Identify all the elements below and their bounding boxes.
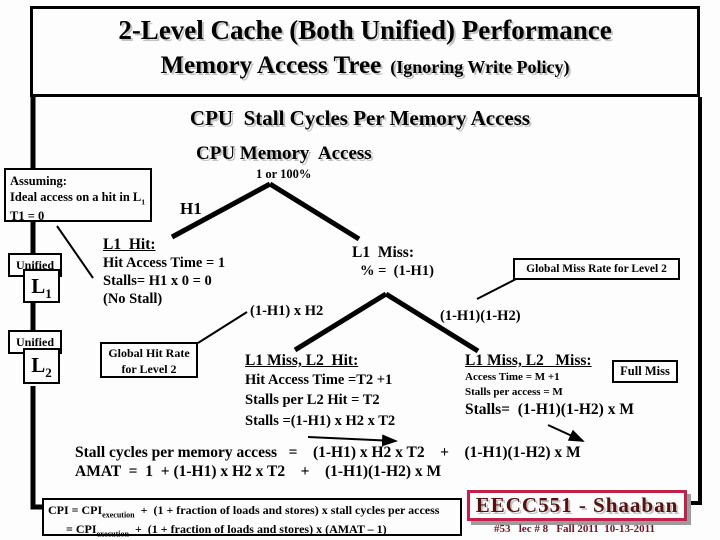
slide-title-line1: 2-Level Cache (Both Unified) Performance	[118, 15, 612, 45]
cpi-formula-box: CPI = CPIexecution + (1 + fraction of lo…	[42, 498, 462, 538]
slide-title-line2: Memory Access Tree (Ignoring Write Polic…	[33, 52, 697, 80]
l2-hit-block: L1 Miss, L2 Hit: Hit Access Time =T2 +1 …	[245, 352, 395, 431]
assuming-note-box: Assuming: Ideal access on a hit in L1 T1…	[4, 168, 152, 223]
l2-hit-line2: Stalls per L2 Hit = T2	[245, 392, 380, 409]
l1-hit-block: L1 Hit: Hit Access Time = 1 Stalls= H1 x…	[103, 236, 225, 308]
course-brand-box: EECC551 - Shaaban	[467, 490, 687, 521]
assuming-line1: Assuming:	[10, 174, 67, 188]
cpi-line1: CPI = CPIexecution + (1 + fraction of lo…	[48, 503, 440, 520]
tree-root-percent: 1 or 100%	[256, 167, 312, 181]
course-brand-text: EECC551 - Shaaban	[475, 493, 679, 517]
subtitle-heading: CPU Stall Cycles Per Memory Access	[189, 106, 531, 130]
l2-hit-line3: Stalls =(1-H1) x H2 x T2	[245, 412, 396, 429]
assuming-callout-line	[56, 225, 94, 279]
l2-cache-box: L2	[23, 348, 60, 384]
l2-miss-line3: Stalls= (1-H1)(1-H2) x M	[465, 400, 634, 418]
l2-miss-title: L1 Miss, L2 Miss:	[465, 352, 592, 369]
l2-miss-block: L1 Miss, L2 Miss: Access Time = M +1 Sta…	[465, 352, 634, 419]
title-line2-main: Memory Access Tree	[160, 52, 382, 79]
l1-hit-line1: Hit Access Time = 1	[103, 255, 226, 271]
full-miss-box: Full Miss	[612, 360, 678, 383]
global-hit-callout-line	[197, 311, 248, 344]
title-line2-note: (Ignoring Write Policy)	[390, 57, 570, 77]
right-rail-line	[688, 97, 702, 505]
l2-miss-line2: Stalls per access = M	[465, 385, 563, 398]
l2-hit-line1: Hit Access Time =T2 +1	[245, 372, 393, 388]
l1-hit-line3: (No Stall)	[103, 291, 163, 308]
cpi-line2: = CPIexecution + (1 + fraction of loads …	[48, 521, 387, 539]
l2-miss-line1: Access Time = M +1	[465, 371, 560, 383]
title-box: 2-Level Cache (Both Unified) Performance…	[30, 6, 700, 97]
l2-hit-title: L1 Miss, L2 Hit:	[245, 352, 359, 369]
edge-h1-label: H1	[180, 199, 202, 218]
tree-root-label: CPU Memory Access	[196, 143, 372, 164]
miss-term-arrow	[547, 424, 585, 442]
stall-cycles-formula: Stall cycles per memory access = (1-H1) …	[75, 444, 581, 461]
amat-formula: AMAT = 1 + (1-H1) x H2 x T2 + (1-H1)(1-H…	[75, 463, 442, 480]
l1-hit-line2: Stalls= H1 x 0 = 0	[103, 273, 212, 290]
l1-hit-title: L1 Hit:	[103, 236, 156, 253]
global-hit-rate-box: Global Hit Rate for Level 2	[100, 342, 198, 378]
edge-l2-hit-label: (1-H1) x H2	[250, 303, 324, 319]
l1-miss-line1: % = (1-H1)	[360, 263, 434, 280]
edge-l2-miss-label: (1-H1)(1-H2)	[440, 308, 521, 324]
l1-cache-box: L1	[23, 269, 60, 303]
lecture-meta-text: #53 lec # 8 Fall 2011 10-13-2011	[494, 523, 656, 535]
l1-miss-block: L1 Miss: % = (1-H1)	[352, 243, 434, 281]
branch-l1-miss	[268, 181, 361, 242]
assuming-line3: T1 = 0	[10, 208, 45, 223]
global-miss-rate-box: Global Miss Rate for Level 2	[513, 258, 680, 280]
stall-term-arrow	[307, 434, 398, 447]
assuming-line2: Ideal access on a hit in L1	[10, 190, 146, 207]
l1-miss-title: L1 Miss:	[352, 244, 414, 261]
